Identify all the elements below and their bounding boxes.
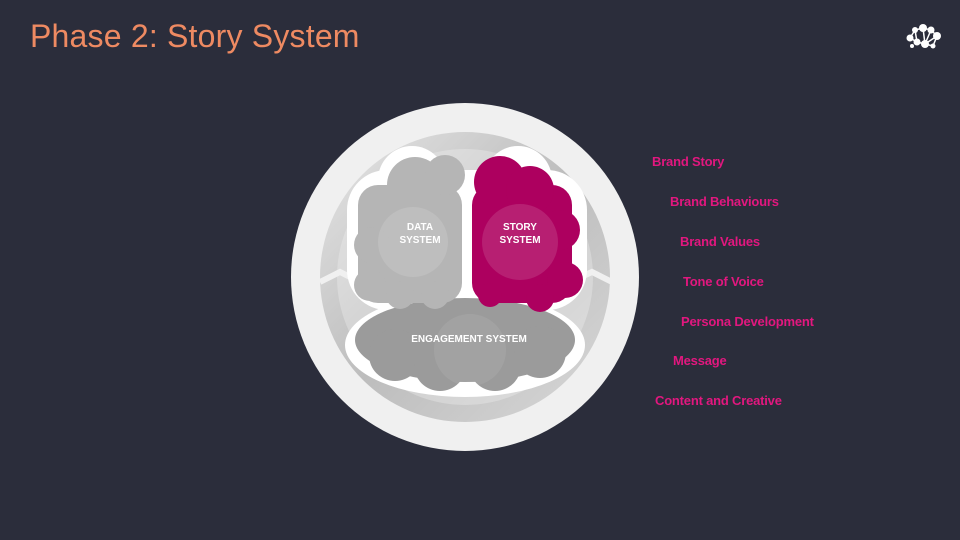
story-system-label-line2: SYSTEM	[499, 235, 540, 246]
list-item: Message	[673, 353, 727, 368]
data-system	[354, 155, 465, 309]
story-system	[472, 156, 583, 312]
engagement-system-label: ENGAGEMENT SYSTEM	[411, 334, 527, 345]
page-title: Phase 2: Story System	[30, 18, 360, 54]
data-system-label-line2: SYSTEM	[399, 235, 440, 246]
list-item: Brand Values	[680, 234, 760, 249]
story-system-label-line1: STORY	[503, 222, 537, 233]
list-item: Content and Creative	[655, 393, 782, 408]
list-item: Brand Story	[652, 154, 725, 169]
engagement-system	[355, 298, 575, 391]
list-item: Persona Development	[681, 314, 814, 329]
list-item: Tone of Voice	[683, 274, 764, 289]
list-item: Brand Behaviours	[670, 194, 779, 209]
data-system-label-line1: DATA	[407, 222, 433, 233]
brain-network-logo-icon	[906, 24, 941, 49]
